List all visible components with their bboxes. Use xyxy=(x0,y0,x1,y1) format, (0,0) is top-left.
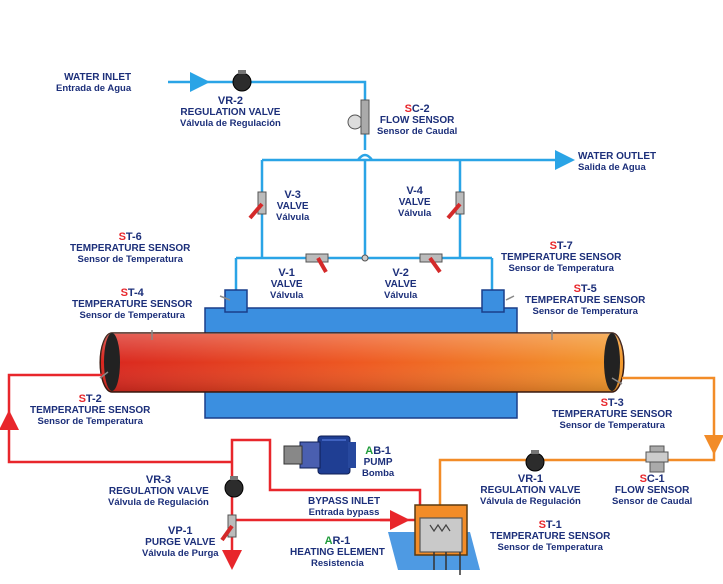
bypass-inlet-label: BYPASS INLET Entrada bypass xyxy=(308,496,381,518)
st4-label: ST-4 TEMPERATURE SENSOR Sensor de Temper… xyxy=(72,287,193,322)
st2-label: ST-2 TEMPERATURE SENSOR Sensor de Temper… xyxy=(30,393,151,428)
v1-label: V-1 VALVE Válvula xyxy=(270,267,304,302)
sc1-label: SC-1 FLOW SENSOR Sensor de Caudal xyxy=(612,473,693,508)
st6-label: ST-6 TEMPERATURE SENSOR Sensor de Temper… xyxy=(70,231,191,266)
heating-tank xyxy=(388,504,480,575)
st5-label: ST-5 TEMPERATURE SENSOR Sensor de Temper… xyxy=(525,283,646,318)
st7-label: ST-7 TEMPERATURE SENSOR Sensor de Temper… xyxy=(501,240,622,275)
regulation-valves xyxy=(224,72,545,498)
sc2-label: SC-2 FLOW SENSOR Sensor de Caudal xyxy=(377,103,458,138)
water-outlet-label: WATER OUTLET Salida de Agua xyxy=(578,151,657,173)
vp1-label: VP-1 PURGE VALVE Válvula de Purga xyxy=(142,525,219,560)
vr3-label: VR-3 REGULATION VALVE Válvula de Regulac… xyxy=(108,474,209,509)
flow-sensors xyxy=(347,99,669,473)
v4-label: V-4 VALVE Válvula xyxy=(398,185,432,220)
ar1-label: AR-1 HEATING ELEMENT Resistencia xyxy=(290,535,385,570)
water-inlet-label: WATER INLET Entrada de Agua xyxy=(56,72,132,94)
v2-label: V-2 VALVE Válvula xyxy=(384,267,418,302)
ab1-label: AB-1 PUMP Bomba xyxy=(362,445,395,480)
ball-valves xyxy=(220,191,465,542)
inner-tube xyxy=(99,332,625,393)
st3-label: ST-3 TEMPERATURE SENSOR Sensor de Temper… xyxy=(552,397,673,432)
st1-label: ST-1 TEMPERATURE SENSOR Sensor de Temper… xyxy=(490,519,611,554)
pump xyxy=(283,435,356,475)
v3-label: V-3 VALVE Válvula xyxy=(276,189,310,224)
vr1-label: VR-1 REGULATION VALVE Válvula de Regulac… xyxy=(480,473,581,508)
vr2-label: VR-2 REGULATION VALVE Válvula de Regulac… xyxy=(180,95,281,130)
